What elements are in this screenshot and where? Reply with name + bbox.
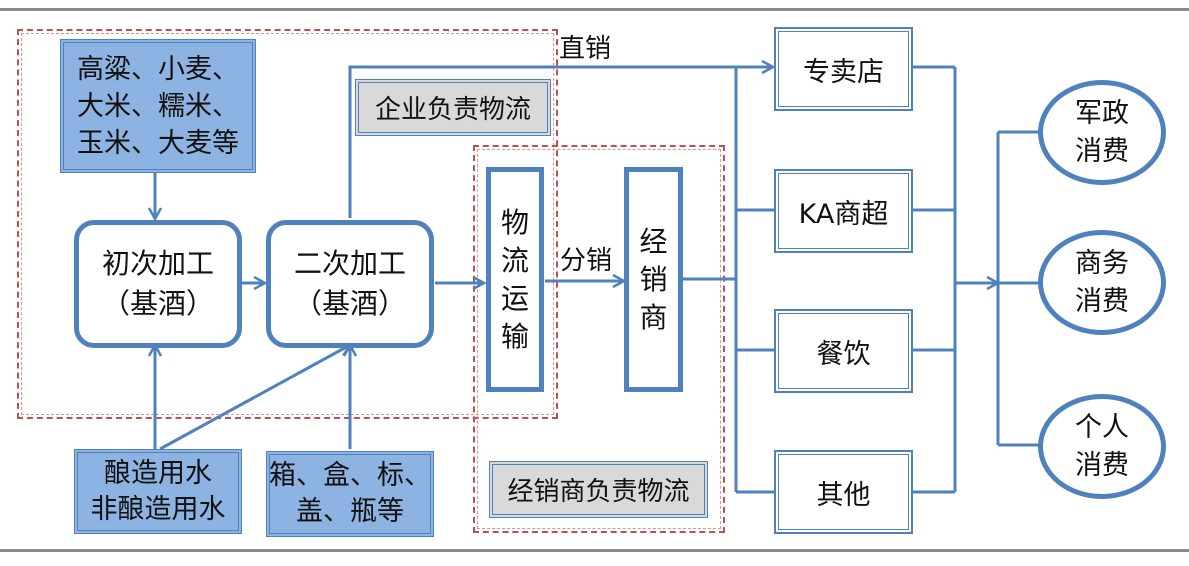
distributor-logistics-label: 经销商负责物流 xyxy=(489,461,708,518)
distributor-node: 经 销 商 xyxy=(624,167,683,392)
consumer-label: 个人 xyxy=(1075,411,1129,443)
secondary-processing-title: 二次加工 xyxy=(293,247,406,280)
consumer-label: 消费 xyxy=(1075,135,1129,167)
water-line: 酿造用水 xyxy=(104,457,212,489)
edge-water-secondary xyxy=(159,343,350,451)
grains-box: 高粱、小麦、 大米、糯米、 玉米、大麦等 xyxy=(60,39,256,173)
channel-other: 其他 xyxy=(774,450,913,534)
water-line: 非酿造用水 xyxy=(90,493,226,525)
distributor-char: 销 xyxy=(639,262,668,296)
consumer-label: 军政 xyxy=(1075,97,1129,129)
consumer-label: 商务 xyxy=(1075,247,1129,279)
bottom-rule xyxy=(0,549,1189,552)
packaging-line: 箱、盒、标、 xyxy=(269,460,431,491)
edge-direct-sales xyxy=(348,67,773,218)
transport-char: 流 xyxy=(501,243,530,277)
distributor-logistics-zone xyxy=(473,145,725,533)
logistics-transport-node: 物 流 运 输 xyxy=(486,167,544,392)
distribution-label: 分销 xyxy=(560,246,613,276)
consumer-label: 消费 xyxy=(1075,449,1129,481)
channel-catering: 餐饮 xyxy=(774,309,913,393)
consumer-business: 商务 消费 xyxy=(1038,230,1166,335)
direct-sales-label: 直销 xyxy=(559,34,612,64)
primary-processing-node: 初次加工 （基酒） xyxy=(74,220,242,348)
primary-processing-title: 初次加工 xyxy=(101,247,214,280)
consumer-individual: 个人 消费 xyxy=(1038,394,1166,499)
distributor-char: 经 xyxy=(639,224,668,258)
packaging-box: 箱、盒、标、 盖、瓶等 xyxy=(266,451,434,537)
secondary-processing-subtitle: （基酒） xyxy=(293,287,406,320)
primary-processing-subtitle: （基酒） xyxy=(101,287,214,320)
top-rule xyxy=(0,8,1189,11)
transport-char: 运 xyxy=(501,281,530,315)
distributor-char: 商 xyxy=(639,300,668,334)
enterprise-logistics-zone xyxy=(17,29,558,419)
water-box: 酿造用水 非酿造用水 xyxy=(74,449,242,534)
grains-line: 高粱、小麦、 xyxy=(77,53,239,85)
channel-ka-supermarket: KA商超 xyxy=(774,169,913,253)
packaging-line: 盖、瓶等 xyxy=(296,496,404,527)
consumer-label: 消费 xyxy=(1075,285,1129,317)
grains-line: 大米、糯米、 xyxy=(77,90,239,122)
channel-specialty-store: 专卖店 xyxy=(774,27,913,111)
transport-char: 输 xyxy=(501,319,530,353)
enterprise-logistics-label: 企业负责物流 xyxy=(355,79,551,136)
secondary-processing-node: 二次加工 （基酒） xyxy=(266,220,434,348)
consumer-military-government: 军政 消费 xyxy=(1038,80,1166,185)
grains-line: 玉米、大麦等 xyxy=(77,127,239,159)
transport-char: 物 xyxy=(501,205,530,239)
